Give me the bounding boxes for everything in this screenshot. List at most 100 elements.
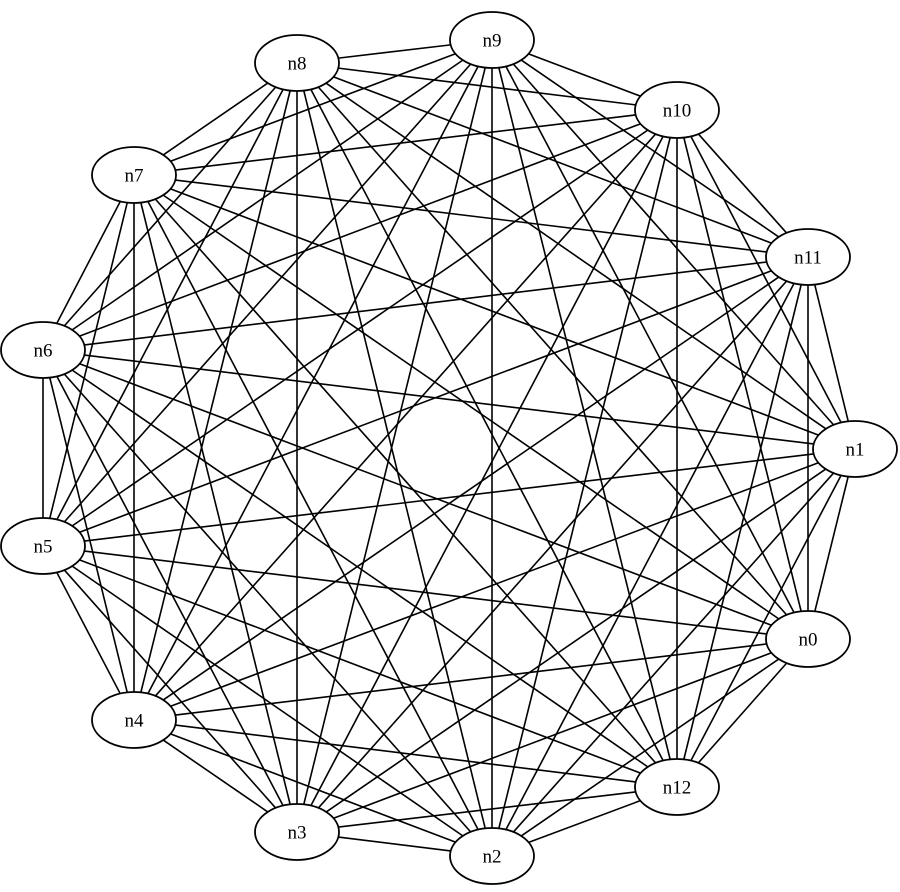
node-label: n4 <box>125 711 145 732</box>
node-label: n9 <box>483 31 502 52</box>
node-label: n2 <box>483 847 502 868</box>
edge-n1-n7 <box>170 188 819 436</box>
edge-n1-n12 <box>690 475 842 761</box>
node-ellipse[interactable] <box>91 146 177 204</box>
edge-n4-n12 <box>175 724 636 783</box>
node-ellipse[interactable] <box>634 758 720 816</box>
node-n12[interactable]: n12 <box>634 758 720 816</box>
edge-n8-n11 <box>333 76 772 244</box>
edge-n2-n10 <box>498 137 671 829</box>
edge-n9-n11 <box>520 59 780 238</box>
edge-n5-n10 <box>71 129 649 527</box>
node-label: n8 <box>288 54 307 75</box>
node-ellipse[interactable] <box>449 11 535 69</box>
node-label: n1 <box>846 440 865 461</box>
edge-n0-n5 <box>84 550 767 635</box>
node-ellipse[interactable] <box>765 610 851 668</box>
edge-n4-n11 <box>162 276 780 701</box>
node-label: n3 <box>288 823 307 844</box>
node-label: n10 <box>663 101 692 122</box>
edge-n2-n8 <box>303 90 486 829</box>
edge-n7-n8 <box>162 82 269 156</box>
edge-n0-n6 <box>79 363 772 626</box>
node-n2[interactable]: n2 <box>449 827 535 885</box>
edge-n11-n12 <box>683 284 802 760</box>
edge-n5-n9 <box>63 63 472 523</box>
node-ellipse[interactable] <box>91 691 177 749</box>
edge-n8-n10 <box>338 67 636 106</box>
node-label: n0 <box>799 630 818 651</box>
edge-n3-n9 <box>303 67 486 805</box>
edge-n9-n12 <box>498 67 671 760</box>
node-label: n7 <box>125 166 144 187</box>
node-ellipse[interactable] <box>449 827 535 885</box>
edge-n1-n8 <box>325 82 827 430</box>
edge-n10-n11 <box>697 133 788 234</box>
edge-n4-n5 <box>56 572 121 694</box>
nodes-layer: n0 n1 n2 n3 n4 n5 n6 n7 n8 n9 n10 n11 n12 <box>0 11 898 885</box>
node-label: n11 <box>794 248 822 269</box>
edge-n2-n4 <box>170 733 456 843</box>
edge-n5-n7 <box>49 202 128 519</box>
node-ellipse[interactable] <box>634 81 720 139</box>
node-n10[interactable]: n10 <box>634 81 720 139</box>
edge-n1-n10 <box>690 136 842 423</box>
node-n4[interactable]: n4 <box>91 691 177 749</box>
node-label: n6 <box>34 341 53 362</box>
edge-n7-n9 <box>170 53 456 162</box>
edge-n2-n12 <box>528 799 641 844</box>
edge-n6-n9 <box>71 59 464 331</box>
edge-n2-n11 <box>505 283 795 830</box>
edge-n7-n11 <box>175 179 767 253</box>
edge-n6-n11 <box>84 261 767 346</box>
node-n6[interactable]: n6 <box>0 321 86 379</box>
node-n5[interactable]: n5 <box>0 517 86 575</box>
edge-n4-n6 <box>49 377 128 693</box>
edge-n5-n12 <box>79 559 641 774</box>
node-n8[interactable]: n8 <box>254 34 340 92</box>
edge-n0-n1 <box>814 476 849 612</box>
edge-n3-n5 <box>63 569 277 809</box>
node-label: n5 <box>34 537 53 558</box>
edge-n5-n11 <box>79 270 772 533</box>
node-ellipse[interactable] <box>765 228 851 286</box>
node-ellipse[interactable] <box>812 420 898 478</box>
edges-layer <box>42 44 850 852</box>
node-ellipse[interactable] <box>254 34 340 92</box>
node-ellipse[interactable] <box>254 803 340 861</box>
edge-n3-n12 <box>338 791 636 828</box>
edge-n1-n2 <box>512 472 835 833</box>
edge-n2-n5 <box>71 565 464 837</box>
edge-n0-n8 <box>317 86 788 616</box>
edge-n0-n12 <box>697 662 788 764</box>
edge-n3-n4 <box>162 739 269 813</box>
edge-n0-n4 <box>175 643 767 716</box>
node-label: n12 <box>663 778 692 799</box>
edge-n8-n12 <box>310 89 664 761</box>
edge-n6-n8 <box>63 86 277 327</box>
node-n0[interactable]: n0 <box>765 610 851 668</box>
edge-n7-n10 <box>175 114 636 171</box>
node-n1[interactable]: n1 <box>812 420 898 478</box>
edge-n1-n5 <box>84 453 814 542</box>
node-n3[interactable]: n3 <box>254 803 340 861</box>
edge-n2-n7 <box>147 201 479 830</box>
edge-n1-n11 <box>813 284 850 422</box>
edge-n2-n3 <box>338 836 451 852</box>
edge-n3-n11 <box>317 280 788 809</box>
edge-n7-n12 <box>154 198 657 764</box>
node-n9[interactable]: n9 <box>449 11 535 69</box>
node-ellipse[interactable] <box>0 321 86 379</box>
edge-n9-n10 <box>528 53 641 97</box>
edge-n1-n6 <box>84 354 814 445</box>
node-n7[interactable]: n7 <box>91 146 177 204</box>
edge-n1-n4 <box>170 462 819 707</box>
edge-n6-n12 <box>71 369 649 768</box>
edge-n8-n9 <box>338 44 451 59</box>
edge-n0-n9 <box>505 66 795 613</box>
node-n11[interactable]: n11 <box>765 228 851 286</box>
edge-n0-n3 <box>333 652 772 819</box>
edge-n6-n10 <box>79 123 641 337</box>
node-ellipse[interactable] <box>0 517 86 575</box>
